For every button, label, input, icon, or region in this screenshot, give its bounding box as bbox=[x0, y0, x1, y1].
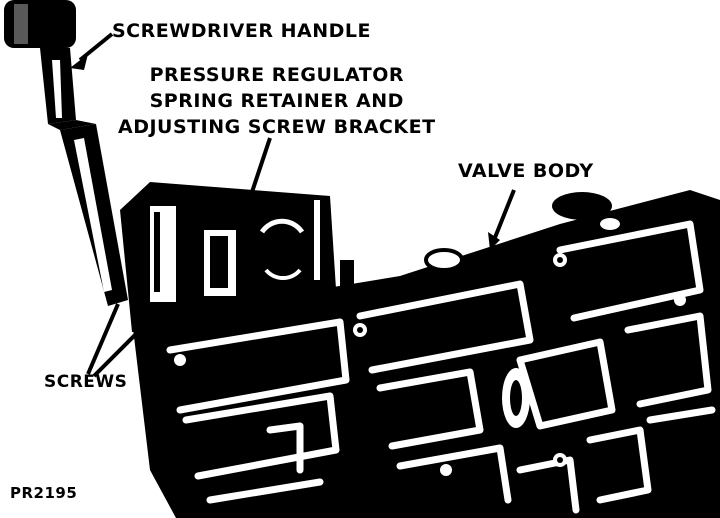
screwdriver bbox=[4, 0, 128, 306]
pressure-regulator-label-line: ADJUSTING SCREW BRACKET bbox=[118, 116, 436, 138]
valve-body-casting bbox=[132, 190, 720, 518]
pressure-regulator-label-line: SPRING RETAINER AND bbox=[149, 90, 404, 112]
pressure-regulator-label-line: PRESSURE REGULATOR bbox=[149, 64, 404, 86]
figure-id: PR2195 bbox=[10, 484, 78, 502]
pressure-regulator-bracket bbox=[120, 182, 354, 332]
screwdriver-handle-label: SCREWDRIVER HANDLE bbox=[112, 20, 371, 42]
screws-label: SCREWS bbox=[44, 372, 128, 392]
valve-body-label: VALVE BODY bbox=[458, 160, 594, 182]
pressure-regulator-label: PRESSURE REGULATOR SPRING RETAINER AND A… bbox=[118, 62, 436, 140]
leader-lines bbox=[78, 32, 516, 378]
